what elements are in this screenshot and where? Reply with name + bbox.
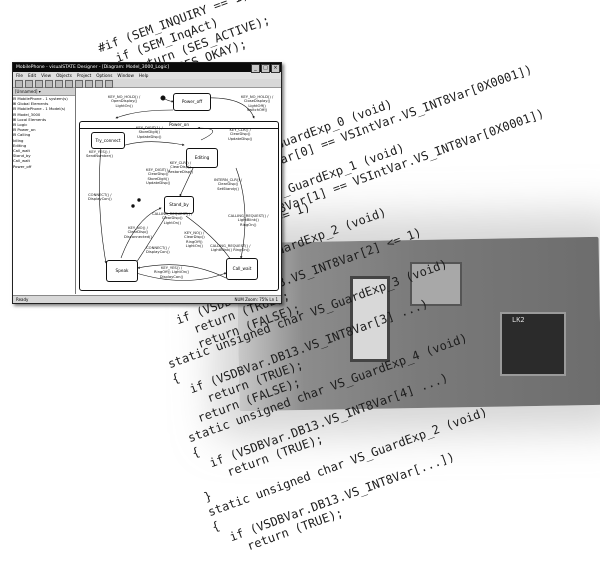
tree-item[interactable]: Editing [13,142,27,148]
transition-tool-icon[interactable] [95,80,103,88]
app-window: MobilePhone - visualSTATE Designer - [Di… [12,62,282,304]
status-left: Ready [16,297,29,302]
transition-label[interactable]: CONNECT() / DisplayCon() [88,193,112,202]
status-right: NUM Zoom: 75% Ln 1 [234,297,278,302]
menu-edit[interactable]: Edit [28,73,37,78]
window-title: MobilePhone - visualSTATE Designer - [Di… [16,65,169,70]
lcd-display-photo [350,276,390,362]
transition-label[interactable]: KEY_DIGIT(1) / StoreDigit() UpdateDisp() [136,126,163,139]
transition-label[interactable]: CALLING_REQUEST() / LightBlink() RingOn(… [210,244,251,253]
state-stand-by[interactable]: Stand_by [164,196,194,214]
menu-project[interactable]: Project [76,73,92,78]
state-speak[interactable]: Speak [106,260,138,282]
title-bar: MobilePhone - visualSTATE Designer - [Di… [13,63,281,73]
paste-icon[interactable] [65,80,73,88]
tree-item[interactable]: ⊟ Logic [13,122,28,128]
chip-label: LK2 [512,316,525,324]
power-on-title: Power_on [80,122,278,129]
project-tree: ⊟ MobilePhone - 1 system(s) ⊞ Global Ele… [13,96,75,169]
cut-icon[interactable] [45,80,53,88]
transition-label[interactable]: KEY_CLR() / ClearDisp() UpdateDisp() [228,128,253,141]
transition-label[interactable]: KEY_NO() / ClearDisp() RingOff() LightOn… [184,231,205,248]
open-icon[interactable] [25,80,33,88]
initial-state-dot [160,95,166,101]
tree-item[interactable]: ⊞ Local Elements [13,116,47,122]
transition-label[interactable]: CALLING_REQUEST() / LightBlink() RingOn(… [228,214,269,227]
tree-item[interactable]: Idling [13,137,24,143]
code-line: { [170,370,182,386]
diagram-canvas[interactable]: Power_off Power_on Try_connect Editing S… [76,88,281,294]
menu-window[interactable]: Window [117,73,134,78]
code-line: static unsigned char VS_GuardExp_2 (void… [206,404,490,520]
tree-item[interactable]: ⊟ MobilePhone - 1 system(s) [13,96,68,101]
new-icon[interactable] [15,80,23,88]
code-line: return (TRUE); [218,505,345,564]
connector-photo [410,262,462,306]
tree-item[interactable]: Call_wait [13,148,30,154]
transition-label[interactable]: KEY_YES() / RingOff() LightOn() DisplayC… [154,266,190,279]
transition-label[interactable]: KEY_NO() / ClearDisp() Disconnected() [124,226,152,239]
menu-options[interactable]: Options [96,73,113,78]
code-line: #if (SEM_INQUIRY == 1) [96,0,251,56]
code-line: INT8Var[0] == VSIntVar.VS_INT8Var[0X0001… [244,61,534,179]
toolbar [13,79,281,88]
processor-chip-photo: LK2 [500,312,566,376]
transition-label[interactable]: KEY_NO_HOLD() / CloseDisplay() LightOff(… [241,95,274,112]
code-line: { [210,518,222,534]
code-line: } [202,488,214,505]
save-icon[interactable] [35,80,43,88]
tree-item[interactable]: Stand_by [13,153,31,159]
transition-label[interactable]: KEY_CLR() / ClearDisp() RestoreDisp() [168,161,193,174]
navigator-header[interactable]: [Unnamed] ▾ [13,88,75,96]
tree-item[interactable]: Power_off [13,163,32,169]
code-line: INT8Var[1] == VSIntVar.VS_INT8Var[0X0001… [256,106,546,224]
tree-item[interactable]: ⊞ Global Elements [13,101,49,107]
menu-help[interactable]: Help [138,73,149,78]
state-power-off[interactable]: Power_off [173,93,211,111]
menu-objects[interactable]: Objects [56,73,72,78]
state-call-wait[interactable]: Call_wait [226,258,258,280]
copy-icon[interactable] [55,80,63,88]
code-line: { [190,444,202,460]
transition-arrows [99,95,255,281]
state-editing[interactable]: Editing [186,148,218,168]
code-line: if (VSDBVar.DB13.VS_INT8Var[...]) [214,449,457,549]
transition-label[interactable]: INTERN_CLR() / ClearDisp() SetStandy() [214,178,243,191]
navigator-panel: [Unnamed] ▾ ⊟ MobilePhone - 1 system(s) … [13,88,76,294]
tree-item[interactable]: ⊟ Model_3000 [13,111,41,117]
maximize-button[interactable]: □ [261,64,270,73]
menu-bar: File Edit View Objects Project Options W… [13,72,281,79]
menu-view[interactable]: View [41,73,52,78]
transition-label[interactable]: KEY_NO_HOLD() / OpenDisplay() LightOn() [108,95,141,108]
close-button[interactable]: × [271,64,280,73]
state-tool-icon[interactable] [85,80,93,88]
transition-label[interactable]: KEY_YES() / SendNumber() [86,150,113,159]
zoom-icon[interactable] [105,80,113,88]
tree-item[interactable]: ⊟ Power_on [13,127,36,133]
state-power-on[interactable]: Power_on [79,121,279,291]
status-bar: Ready NUM Zoom: 75% Ln 1 [13,295,281,303]
tree-item[interactable]: ⊟ MobilePhone - 1 Model(s) [13,106,66,112]
undo-icon[interactable] [75,80,83,88]
tree-item[interactable]: ⊟ Calling [13,132,31,138]
menu-file[interactable]: File [16,73,24,78]
transition-label[interactable]: KEY_DIGIT() / ClearDisp() StoreDigit() U… [146,168,171,185]
minimize-button[interactable]: _ [251,64,260,73]
transition-label[interactable]: CALLING_REQUEST() / ClearDisp() LightOn(… [152,212,193,225]
code-line: return (TRUE); [198,431,325,490]
tree-item[interactable]: Call_wait [13,158,30,164]
state-try-connect[interactable]: Try_connect [91,132,125,149]
transition-label[interactable]: CONNECT() / DisplayCon() [146,246,170,255]
